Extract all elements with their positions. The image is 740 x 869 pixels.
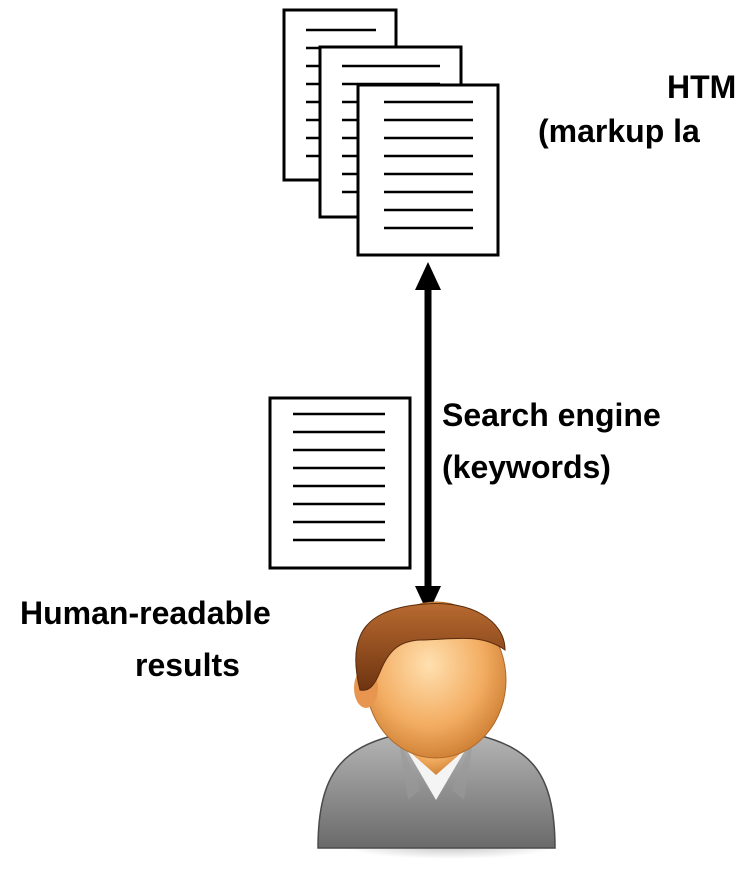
html-label-line2: (markup la — [538, 113, 700, 149]
document-front — [356, 83, 500, 257]
search-engine-label-line1: Search engine — [442, 397, 661, 433]
user-avatar-icon — [317, 601, 560, 859]
human-readable-label-line2: results — [135, 647, 240, 683]
html-label-line1: HTM — [667, 69, 737, 105]
document-stack-icon — [282, 8, 500, 257]
document-icon — [268, 396, 412, 570]
human-readable-label-line1: Human-readable — [20, 595, 271, 631]
double-arrow — [415, 262, 441, 614]
search-engine-label-line2: (keywords) — [442, 449, 611, 485]
